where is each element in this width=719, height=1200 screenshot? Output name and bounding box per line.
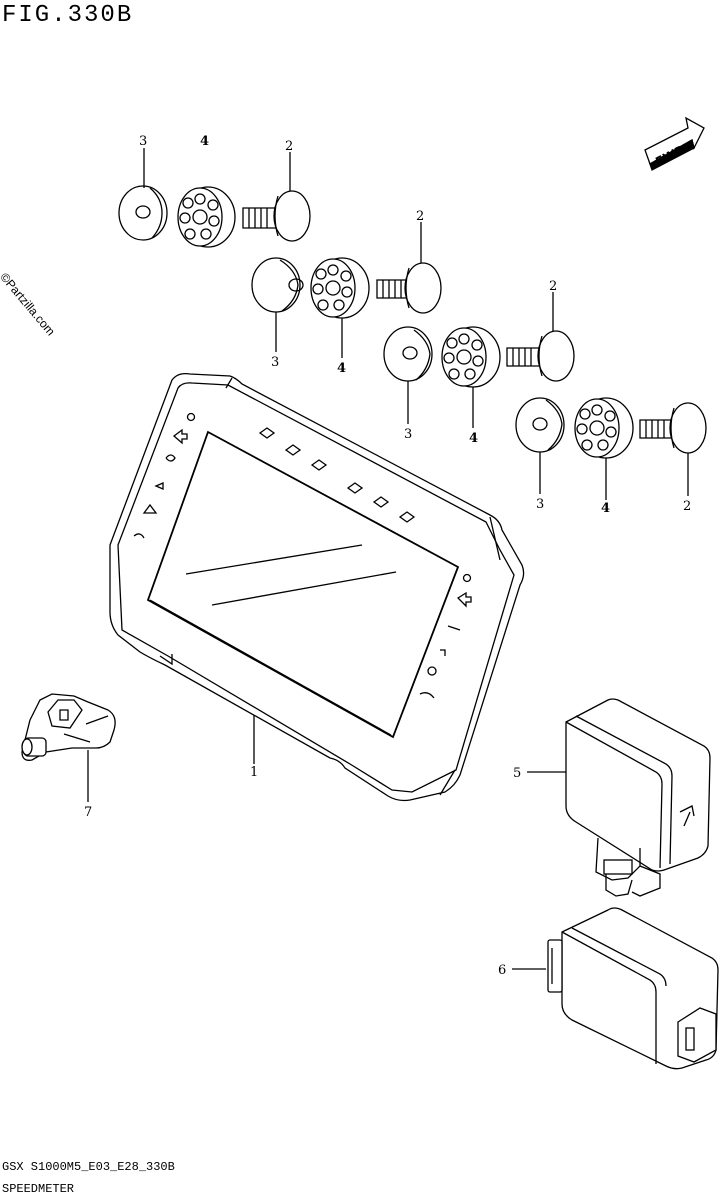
callout-4-d: 4 (601, 501, 610, 516)
grommet-4-d (574, 397, 634, 459)
callout-2-a: 2 (285, 139, 293, 154)
washer-3-c (383, 326, 433, 382)
grommet-4-b (310, 257, 370, 319)
bolt-2-b (376, 262, 442, 314)
leader-lines (87, 148, 689, 970)
callout-2-c: 2 (549, 279, 557, 294)
callout-1: 1 (250, 765, 258, 780)
callout-5: 5 (513, 766, 521, 781)
callout-3-c: 3 (404, 427, 412, 442)
bolt-2-d (639, 402, 707, 454)
washer-3-b (251, 257, 304, 313)
figure-name: SPEEDMETER (2, 1182, 75, 1196)
callout-6: 6 (498, 963, 506, 978)
callout-3-d: 3 (536, 497, 544, 512)
callout-3-b: 3 (271, 355, 279, 370)
callout-labels: 3 4 2 2 3 4 2 3 4 3 4 2 1 5 6 7 (84, 134, 691, 978)
washer-3-a (118, 185, 168, 241)
grommet-4-a (177, 186, 236, 248)
bolt-2-a (242, 190, 311, 242)
callout-4-b: 4 (337, 361, 346, 376)
figure-title: FIG.330B (2, 2, 134, 29)
sensor-part-7 (21, 693, 116, 761)
speedometer-unit (109, 372, 525, 802)
callout-4-a: 4 (200, 134, 209, 149)
figure-code: GSX S1000M5_E03_E28_330B (2, 1160, 175, 1174)
callout-7: 7 (84, 805, 92, 820)
control-module-part-6 (547, 907, 719, 1070)
control-module-part-5 (565, 698, 711, 897)
callout-4-c: 4 (469, 431, 478, 446)
grommet-4-c (441, 326, 501, 388)
fwd-arrow-icon: FWD (644, 116, 705, 171)
washer-3-d (515, 397, 565, 453)
callout-3-a: 3 (139, 134, 147, 149)
callout-2-b: 2 (416, 209, 424, 224)
callout-2-d: 2 (683, 499, 691, 514)
bolt-2-c (506, 330, 575, 382)
